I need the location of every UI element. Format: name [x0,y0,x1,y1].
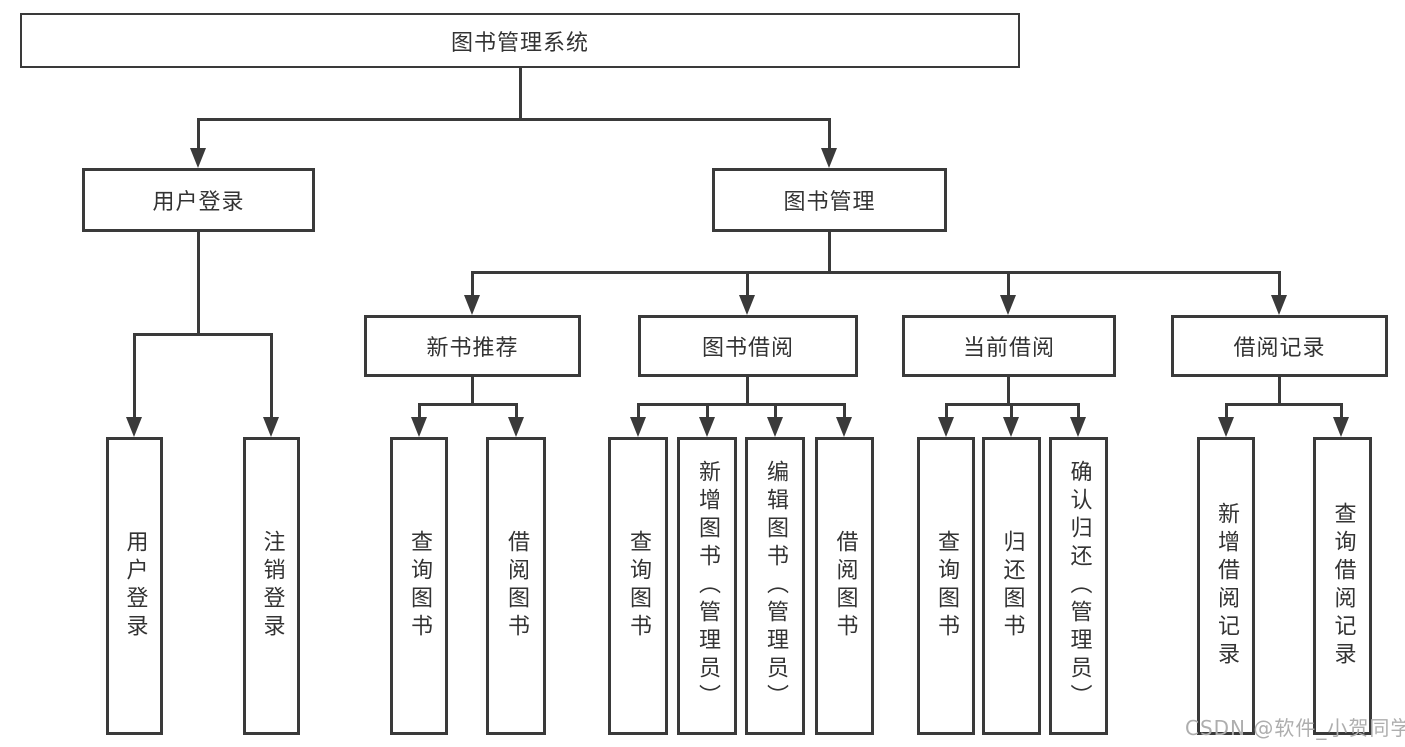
connector-drop-leaf-logout [270,333,273,419]
connector-drop-borrow-records [1278,271,1281,297]
connector-user-login-crossbar [133,333,273,336]
node-label: 图书借阅 [701,336,794,361]
connector-drop-cb-return [1010,403,1013,419]
node-root-library-system: 图书管理系统 [20,13,1020,68]
node-new-book-recommendation: 新书推荐 [364,315,581,377]
leaf-return-books: 归还图书 [982,437,1041,735]
connector-new-book-crossbar [418,403,518,406]
connector-borrow-records-stem [1278,377,1281,405]
connector-root-crossbar [197,118,831,121]
connector-drop-leaf-login [133,333,136,419]
arrowhead-cb-query [938,417,954,437]
connector-new-book-stem [471,377,474,405]
connector-drop-nb-query [418,403,421,419]
arrowhead-user-login [190,148,206,168]
leaf-query-books-3: 查询图书 [917,437,975,735]
node-label: 当前借阅 [962,336,1055,361]
arrowhead-leaf-login [126,417,142,437]
connector-root-stem [519,68,522,120]
arrowhead-leaf-logout [263,417,279,437]
connector-drop-cb-query [945,403,948,419]
arrowhead-bb-borrow [836,417,852,437]
arrowhead-current-borrow [1000,295,1016,315]
node-label: 新书推荐 [426,336,519,361]
connector-drop-bb-query [637,403,640,419]
connector-drop-bb-borrow [843,403,846,419]
arrowhead-cb-confirm [1070,417,1086,437]
connector-drop-br-add [1225,403,1228,419]
connector-current-borrow-stem [1007,377,1010,405]
arrowhead-book-mgmt [821,148,837,168]
node-borrowing-records: 借阅记录 [1171,315,1388,377]
connector-drop-new-book [471,271,474,297]
node-label: 用户登录 [152,190,245,215]
node-label: 确认归还（管理员） [1066,460,1092,712]
arrowhead-br-add [1218,417,1234,437]
node-label: 查询借阅记录 [1330,502,1356,670]
connector-drop-book-borrow [746,271,749,297]
connector-drop-br-query [1340,403,1343,419]
arrowhead-book-borrow [739,295,755,315]
csdn-watermark: CSDN @软件_小贺同学 [1185,716,1405,740]
node-user-login-branch: 用户登录 [82,168,315,232]
connector-book-borrow-stem [746,377,749,405]
connector-drop-cb-confirm [1077,403,1080,419]
leaf-confirm-return-admin: 确认归还（管理员） [1049,437,1108,735]
leaf-edit-books-admin: 编辑图书（管理员） [745,437,805,735]
node-label: 查询图书 [407,530,432,642]
node-label: 图书管理系统 [450,30,589,56]
node-label: 借阅图书 [504,530,529,642]
node-label: 借阅图书 [832,530,858,642]
node-label: 注销登录 [259,530,285,642]
leaf-user-login: 用户登录 [106,437,163,735]
connector-drop-bb-edit [774,403,777,419]
leaf-borrow-books-2: 借阅图书 [815,437,874,735]
node-label: 借阅记录 [1233,336,1326,361]
connector-borrow-records-crossbar [1225,403,1343,406]
node-current-borrowing: 当前借阅 [902,315,1116,377]
connector-book-borrow-crossbar [637,403,845,406]
node-label: 归还图书 [999,530,1025,642]
leaf-borrow-books-1: 借阅图书 [486,437,546,735]
connector-drop-nb-borrow [515,403,518,419]
node-label: 查询图书 [934,530,959,642]
arrowhead-bb-add [699,417,715,437]
node-label: 查询图书 [626,530,651,642]
arrowhead-bb-query [630,417,646,437]
node-label: 编辑图书（管理员） [763,460,788,712]
arrowhead-nb-query [411,417,427,437]
node-label: 用户登录 [122,530,148,642]
connector-drop-book-mgmt [828,118,831,150]
arrowhead-br-query [1333,417,1349,437]
node-label: 新增借阅记录 [1214,502,1239,670]
leaf-add-books-admin: 新增图书（管理员） [677,437,737,735]
node-book-borrowing: 图书借阅 [638,315,858,377]
connector-drop-user-login [197,118,200,150]
node-book-management-branch: 图书管理 [712,168,947,232]
arrowhead-new-book [464,295,480,315]
arrowhead-bb-edit [767,417,783,437]
connector-book-mgmt-stem [828,232,831,273]
connector-drop-current-borrow [1007,271,1010,297]
leaf-query-books-2: 查询图书 [608,437,668,735]
leaf-query-borrow-record: 查询借阅记录 [1313,437,1372,735]
connector-user-login-stem [197,232,200,336]
leaf-logout: 注销登录 [243,437,300,735]
leaf-add-borrow-record: 新增借阅记录 [1197,437,1255,735]
node-label: 新增图书（管理员） [695,460,720,712]
connector-book-mgmt-crossbar [471,271,1281,274]
arrowhead-borrow-records [1271,295,1287,315]
connector-drop-bb-add [706,403,709,419]
leaf-query-books-1: 查询图书 [390,437,448,735]
arrowhead-nb-borrow [508,417,524,437]
node-label: 图书管理 [783,190,876,215]
arrowhead-cb-return [1003,417,1019,437]
